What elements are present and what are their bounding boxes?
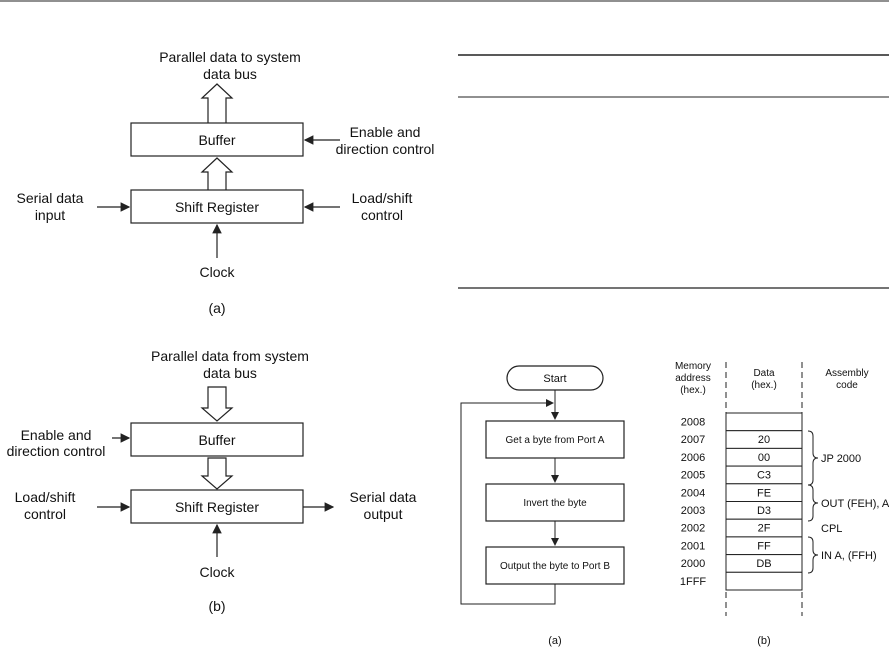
b-buffer-label: Buffer	[198, 432, 235, 448]
mem-header-asm-line1: Assembly	[825, 368, 868, 379]
b-shift-register-box	[130, 489, 304, 524]
empty-table	[458, 54, 889, 289]
memory-map: Memory address (hex.) Data (hex.) Assemb…	[675, 361, 889, 647]
brace-in	[807, 536, 819, 574]
mem-header-data-line1: Data	[753, 368, 775, 379]
a-load-line2: control	[361, 207, 403, 223]
mem-address: 2007	[681, 434, 705, 446]
a-serial-in-line2: input	[35, 207, 65, 223]
a-buffer-box	[130, 122, 304, 157]
mem-data-value: C3	[757, 470, 771, 482]
b-bus-arrow	[200, 386, 234, 422]
mem-address: 2003	[681, 505, 705, 517]
brace-out	[807, 484, 819, 522]
a-top-label-line2: data bus	[203, 66, 257, 82]
b-serial-out-line1: Serial data	[350, 489, 417, 505]
mem-header-address-line3: (hex.)	[680, 385, 706, 396]
mem-data-value: FE	[757, 487, 771, 499]
flow-step3-box	[485, 546, 625, 585]
mem-header-data-line2: (hex.)	[751, 380, 777, 391]
b-internal-arrow	[200, 457, 234, 490]
a-buffer-label: Buffer	[198, 132, 235, 148]
mem-rows: 2008 2007 20 2006 00 2005 C3 2004 FE 2003 D3 2002 2F…	[680, 412, 803, 591]
b-shift-register-label: Shift Register	[175, 499, 259, 515]
asm-in: IN A, (FFH)	[821, 550, 877, 562]
mem-address: 2008	[681, 417, 705, 429]
mem-cell	[725, 412, 803, 432]
flow-loop-arrow	[460, 399, 556, 605]
flowchart: Start Get a byte from Port A Invert the …	[460, 365, 625, 647]
mem-header-address-line1: Memory	[675, 361, 711, 372]
a-enable-line1: Enable and	[350, 124, 421, 140]
mem-data-value: DB	[756, 558, 771, 570]
flow-start-label: Start	[543, 373, 566, 385]
mem-cell	[725, 571, 803, 591]
mem-address: 1FFF	[680, 576, 707, 588]
a-clock-label: Clock	[199, 264, 235, 280]
flow-step2-label: Invert the byte	[523, 498, 587, 509]
a-serial-in-line1: Serial data	[17, 190, 84, 206]
mem-data-value: 2F	[758, 523, 771, 535]
mem-address: 2000	[681, 558, 705, 570]
mem-header-asm-line2: code	[836, 380, 858, 391]
a-shift-register-label: Shift Register	[175, 199, 259, 215]
mem-address: 2002	[681, 523, 705, 535]
a-top-label-line1: Parallel data to system	[159, 49, 301, 65]
asm-jp: JP 2000	[821, 453, 861, 465]
a-caption: (a)	[208, 300, 225, 316]
asm-out: OUT (FEH), A	[821, 498, 889, 510]
diagram-a: Parallel data to system data bus Buffer …	[17, 49, 435, 316]
a-bus-arrow	[200, 83, 234, 123]
b-top-label-line1: Parallel data from system	[151, 348, 309, 364]
b-top-label-line2: data bus	[203, 365, 257, 381]
flow-step1-box	[485, 420, 625, 459]
flow-caption: (a)	[548, 635, 561, 647]
b-load-line2: control	[24, 506, 66, 522]
flow-step3-label: Output the byte to Port B	[500, 561, 610, 572]
mem-data-value: 00	[758, 452, 770, 464]
mem-data-value: FF	[757, 540, 771, 552]
b-buffer-box	[130, 422, 304, 457]
mem-address: 2001	[681, 540, 705, 552]
a-internal-arrow	[200, 157, 234, 190]
mem-data-value: D3	[757, 505, 771, 517]
a-shift-register-box	[130, 189, 304, 224]
mem-data-value: 20	[758, 434, 770, 446]
flow-step2-box	[485, 483, 625, 522]
b-clock-label: Clock	[199, 564, 235, 580]
b-enable-line2: direction control	[7, 443, 106, 459]
brace-jp	[807, 430, 819, 486]
b-serial-out-line2: output	[364, 506, 403, 522]
mem-address: 2006	[681, 452, 705, 464]
mem-address: 2005	[681, 470, 705, 482]
a-enable-line2: direction control	[336, 141, 435, 157]
b-enable-line1: Enable and	[21, 427, 92, 443]
b-caption: (b)	[208, 598, 225, 614]
b-load-line1: Load/shift	[15, 489, 76, 505]
flow-step1-label: Get a byte from Port A	[506, 435, 605, 446]
mem-address: 2004	[681, 487, 705, 499]
asm-cpl: CPL	[821, 523, 842, 535]
a-load-line1: Load/shift	[352, 190, 413, 206]
mem-header-address-line2: address	[675, 373, 711, 384]
mem-caption: (b)	[757, 635, 770, 647]
diagram-b: Parallel data from system data bus Buffe…	[7, 348, 417, 614]
